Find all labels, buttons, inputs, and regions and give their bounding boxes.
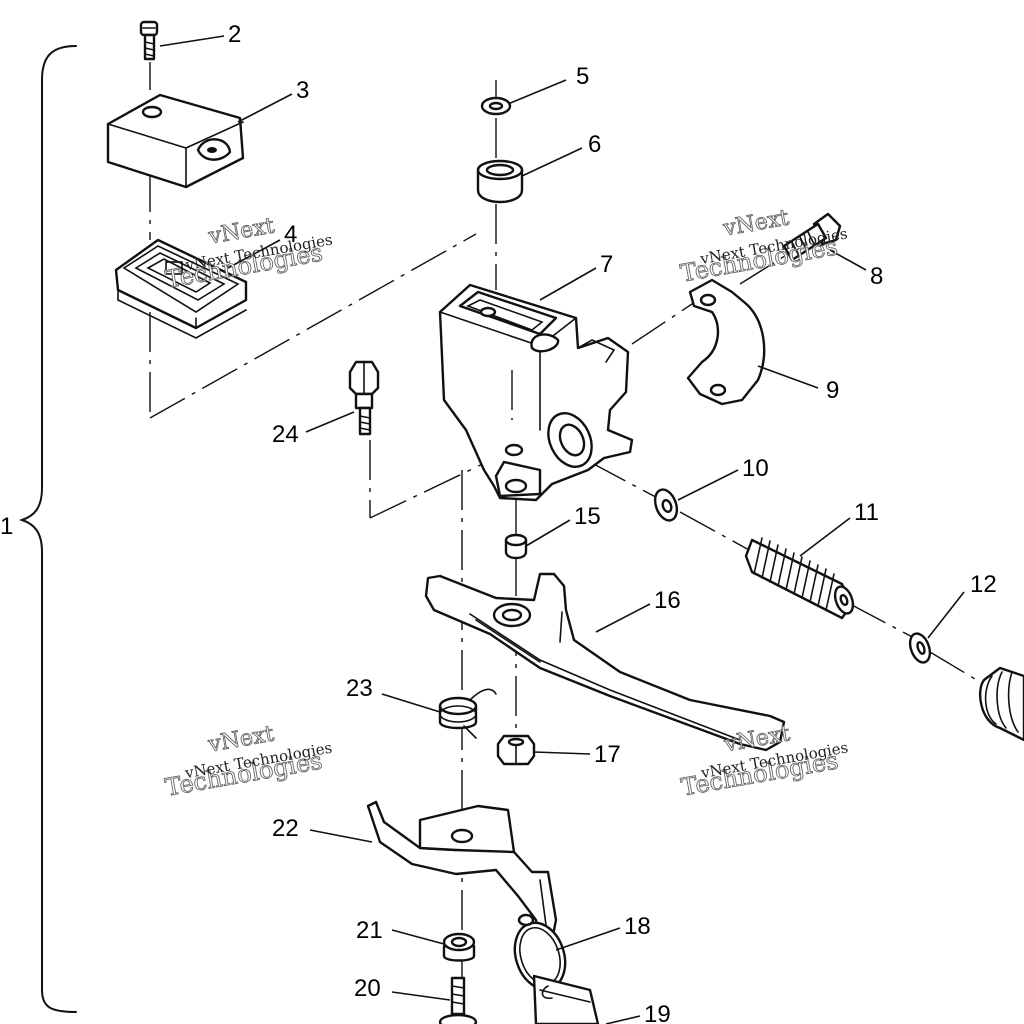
assembly-brace — [18, 45, 77, 1013]
part-8-clamp-screw — [782, 212, 842, 262]
watermark-top-right: vNext Technologies vNext Technologies — [678, 205, 849, 288]
part-19-switch — [532, 974, 600, 1024]
callout-15: 15 — [574, 503, 601, 530]
callout-numbers: 1 2 3 4 5 6 7 8 9 10 11 12 15 16 17 18 1… — [0, 21, 997, 1024]
callout-18: 18 — [624, 913, 651, 940]
part-24-bolt — [348, 360, 380, 436]
part-21-nut — [442, 932, 476, 962]
callout-2: 2 — [228, 21, 241, 48]
part-piston-partial — [978, 666, 1024, 742]
part-16-brake-lever — [424, 572, 786, 752]
callout-5: 5 — [576, 63, 589, 90]
callout-10: 10 — [742, 455, 769, 482]
part-12-washer — [908, 632, 932, 664]
callout-8: 8 — [870, 263, 883, 290]
callout-19: 19 — [644, 1001, 671, 1024]
callout-23: 23 — [346, 675, 373, 702]
part-23-torsion-spring — [438, 688, 497, 739]
assembly-centerlines — [149, 62, 991, 1024]
part-4-diaphragm — [114, 238, 248, 339]
part-9-handlebar-clamp — [686, 278, 766, 406]
part-20-screw — [438, 976, 478, 1024]
part-3-reservoir-cover — [106, 93, 245, 189]
callout-24: 24 — [272, 421, 299, 448]
watermark-bottom-left: vNext Technologies vNext Technologies — [163, 721, 334, 802]
leader-lines — [159, 35, 965, 1024]
watermark-top-left: vNext Technologies vNext Technologies — [163, 213, 334, 294]
callout-1: 1 — [0, 513, 13, 540]
callout-7: 7 — [600, 251, 613, 278]
callout-11: 11 — [854, 499, 879, 526]
callout-20: 20 — [354, 975, 381, 1002]
callout-17: 17 — [594, 741, 621, 768]
callout-16: 16 — [654, 587, 681, 614]
callout-22: 22 — [272, 815, 299, 842]
part-6-bushing — [476, 159, 524, 204]
part-5-washer — [480, 96, 512, 116]
callout-6: 6 — [588, 131, 601, 158]
callout-12: 12 — [970, 571, 997, 598]
callout-4: 4 — [284, 221, 297, 248]
part-2-cover-screw — [139, 20, 159, 61]
callout-9: 9 — [826, 377, 839, 404]
part-17-nut — [496, 734, 536, 766]
part-11-spring — [744, 537, 855, 620]
part-10-washer — [653, 488, 679, 522]
callout-3: 3 — [296, 77, 309, 104]
part-7-master-cylinder — [438, 283, 634, 502]
part-15-pivot-bushing — [504, 533, 528, 560]
callout-21: 21 — [356, 917, 383, 944]
